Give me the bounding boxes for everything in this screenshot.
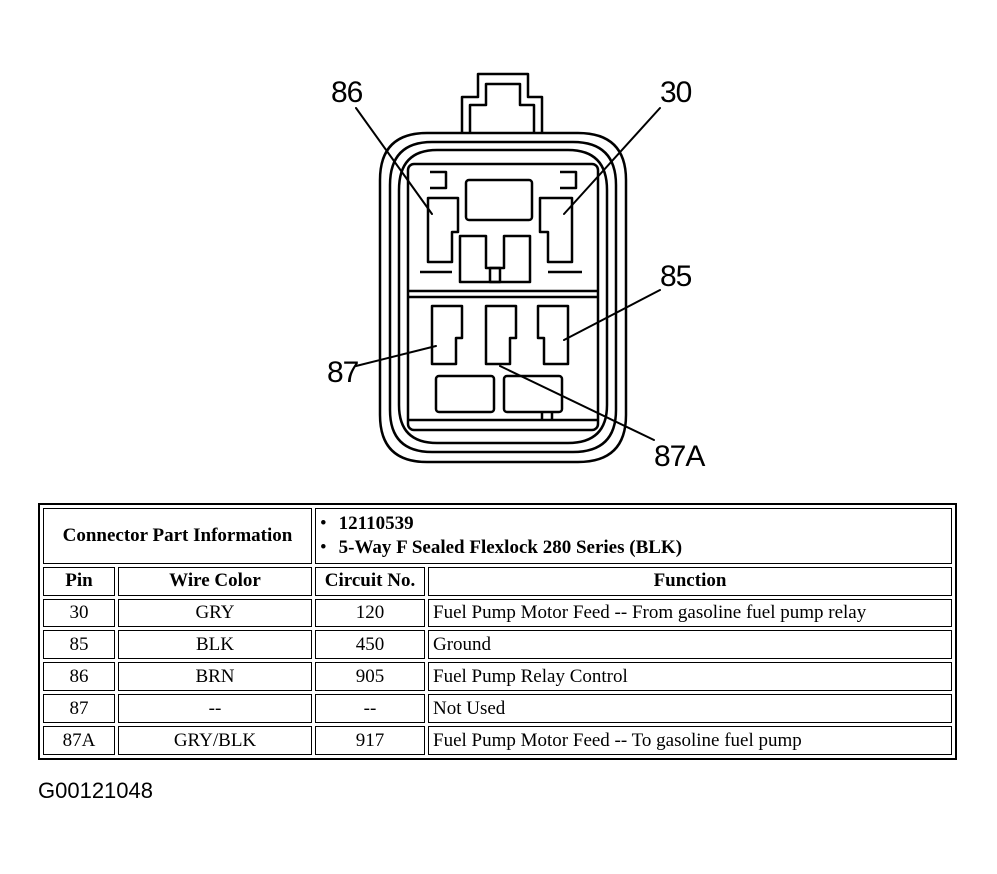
part-number: 12110539 [320, 512, 947, 536]
header-function: Function [428, 566, 952, 596]
connector-latch [460, 72, 544, 133]
part-info-list: 12110539 5-Way F Sealed Flexlock 280 Ser… [315, 508, 952, 564]
table-row: 85 BLK 450 Ground [43, 630, 952, 660]
pin-label-87a: 87A [654, 440, 705, 473]
cell-circuit: 905 [315, 662, 425, 692]
header-circuit-no: Circuit No. [315, 566, 425, 596]
cell-wire-color: GRY [118, 598, 312, 628]
leader-87a [499, 365, 655, 441]
terminal-86 [426, 196, 460, 264]
figure-id: G00121048 [38, 778, 153, 803]
cell-wire-color: -- [118, 694, 312, 724]
cell-function: Fuel Pump Relay Control [428, 662, 952, 692]
cell-pin: 87 [43, 694, 115, 724]
table-row: 87 -- -- Not Used [43, 694, 952, 724]
connector-housing-outer [378, 131, 628, 464]
leader-85 [563, 289, 661, 341]
cell-circuit: 120 [315, 598, 425, 628]
terminal-87a [484, 304, 518, 366]
pin-label-86: 86 [331, 76, 363, 109]
leader-lines [355, 107, 661, 441]
leader-87 [355, 345, 437, 367]
part-description: 5-Way F Sealed Flexlock 280 Series (BLK) [320, 536, 947, 560]
cell-function: Ground [428, 630, 952, 660]
pin-label-30: 30 [660, 76, 692, 109]
leader-30 [563, 107, 661, 215]
pin-label-87: 87 [327, 356, 359, 389]
connector-diagram: 86 30 85 87 87A [327, 72, 705, 473]
leader-86 [355, 107, 433, 215]
cell-wire-color: GRY/BLK [118, 726, 312, 755]
table-row: 30 GRY 120 Fuel Pump Motor Feed -- From … [43, 598, 952, 628]
table-row: 86 BRN 905 Fuel Pump Relay Control [43, 662, 952, 692]
cell-wire-color: BLK [118, 630, 312, 660]
terminal-87 [430, 304, 464, 366]
cell-function: Fuel Pump Motor Feed -- To gasoline fuel… [428, 726, 952, 755]
connector-top-slot [464, 178, 534, 222]
terminal-85 [536, 304, 570, 366]
cell-circuit: -- [315, 694, 425, 724]
cell-pin: 85 [43, 630, 115, 660]
cell-function: Fuel Pump Motor Feed -- From gasoline fu… [428, 598, 952, 628]
cell-pin: 86 [43, 662, 115, 692]
header-wire-color: Wire Color [118, 566, 312, 596]
cell-circuit: 917 [315, 726, 425, 755]
part-info-row: Connector Part Information 12110539 5-Wa… [43, 508, 952, 564]
table-header-row: Pin Wire Color Circuit No. Function [43, 566, 952, 596]
connector-face-drawing [355, 72, 661, 464]
connector-bottom-slot-right [502, 374, 564, 414]
cell-function: Not Used [428, 694, 952, 724]
cell-pin: 30 [43, 598, 115, 628]
terminal-30 [538, 196, 574, 264]
cell-circuit: 450 [315, 630, 425, 660]
header-pin: Pin [43, 566, 115, 596]
connector-bottom-slot-left [434, 374, 496, 414]
part-info-label: Connector Part Information [43, 508, 312, 564]
table-row: 87A GRY/BLK 917 Fuel Pump Motor Feed -- … [43, 726, 952, 755]
pin-label-85: 85 [660, 260, 692, 293]
cell-pin: 87A [43, 726, 115, 755]
connector-info-table: Connector Part Information 12110539 5-Wa… [38, 503, 957, 760]
cell-wire-color: BRN [118, 662, 312, 692]
